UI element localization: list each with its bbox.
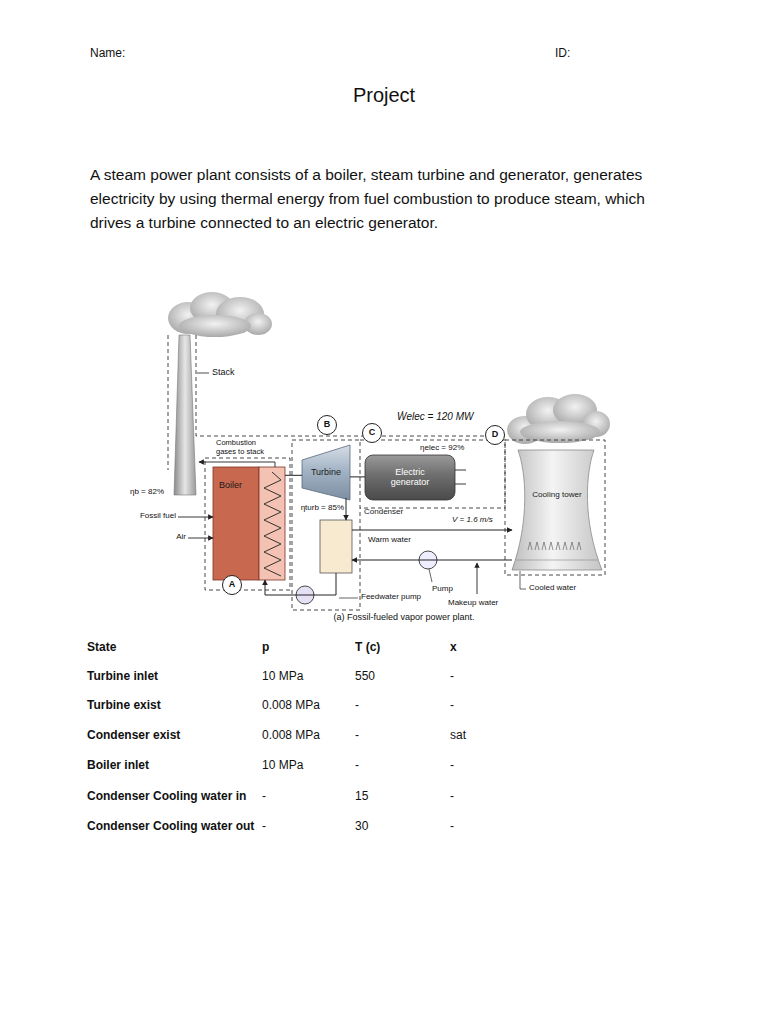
leader-line [339, 598, 358, 599]
table-cell: - [450, 670, 454, 684]
diagram-label: V = 1.6 m/s [452, 515, 493, 524]
table-cell: sat [450, 729, 466, 743]
generator-terminal [455, 470, 466, 471]
flue-gas-arrow [199, 462, 275, 467]
diagram-label: Makeup water [448, 598, 498, 607]
node-label: Condenser [364, 508, 403, 517]
diagram-label: Ẇelec = 120 MW [397, 411, 473, 423]
table-cell: - [262, 790, 266, 804]
page-title: Project [0, 84, 768, 107]
cooling-tower: Cooling tower [512, 450, 602, 572]
table-cell: Turbine exist [87, 699, 161, 713]
generator-box: Electric generator [365, 455, 455, 500]
air-arrow [188, 538, 213, 539]
diagram-label: Combustion gases to stack [216, 439, 276, 456]
diagram-label: Cooled water [529, 583, 576, 592]
diagram-label: ηelec = 92% [420, 443, 464, 452]
table-cell: - [355, 729, 359, 743]
table-cell: 10 MPa [262, 670, 303, 684]
callout-letter: A [229, 580, 236, 590]
control-volume-boundary [168, 335, 605, 610]
diagram-label: Pump [432, 584, 453, 593]
leader-line [429, 569, 432, 582]
form-field: ID: [555, 47, 570, 61]
boiler-tubes-bank [259, 467, 285, 580]
callout-circle: B [317, 415, 337, 435]
table-cell: - [262, 820, 266, 834]
flow-line [346, 498, 347, 520]
generator-housing [365, 455, 455, 500]
table-cell: 0.008 MPa [262, 729, 320, 743]
callout-letter: C [369, 428, 376, 438]
diagram-label: ηb = 82% [130, 487, 164, 496]
table-cell: - [450, 759, 454, 773]
fuel-arrow [178, 517, 213, 518]
water-spray [528, 542, 581, 550]
flow-line [350, 476, 365, 477]
table-header: x [450, 641, 457, 655]
table-cell: Turbine inlet [87, 670, 158, 684]
callout-circle: D [485, 425, 505, 445]
smoke-cloud [168, 292, 272, 337]
diagram-label: Air [176, 532, 186, 541]
table-cell: Condenser Cooling water out [87, 820, 254, 834]
boiler-box: Boiler [213, 467, 285, 580]
table-cell: Condenser exist [87, 729, 180, 743]
table-cell: 15 [355, 790, 368, 804]
table-cell: Condenser Cooling water in [87, 790, 246, 804]
leader-line [197, 373, 209, 374]
table-cell: - [355, 699, 359, 713]
table-cell: - [355, 759, 359, 773]
flow-line [352, 560, 512, 561]
table-header: State [87, 641, 116, 655]
leader-line [520, 571, 526, 589]
table-header: p [262, 641, 269, 655]
table-cell: 10 MPa [262, 759, 303, 773]
condenser-box: Condenser [320, 520, 352, 573]
table-cell: - [450, 820, 454, 834]
callout-letter: B [324, 420, 331, 430]
boiler-coil [264, 472, 281, 576]
flow-line [352, 530, 512, 531]
callout-circle: C [362, 423, 382, 443]
callout-letter: D [492, 430, 499, 440]
table-cell: Boiler inlet [87, 759, 149, 773]
form-field: Name: [90, 47, 125, 61]
cooling-tower-shell [512, 450, 602, 570]
node-label: Turbine [311, 468, 341, 478]
diagram-label: ηturb = 85% [301, 503, 344, 512]
table-cell: 30 [355, 820, 368, 834]
node-label: Boiler [213, 467, 263, 491]
flow-line [265, 573, 336, 595]
table-header: T (c) [355, 641, 380, 655]
table-cell: 0.008 MPa [262, 699, 320, 713]
stack-chimney [174, 335, 196, 495]
makeup-water-arrow [477, 563, 478, 594]
steam-cloud [507, 394, 610, 444]
figure-caption: (a) Fossil-fueled vapor power plant. [0, 612, 768, 622]
diagram-label: Fossil fuel [140, 511, 176, 520]
turbine-shape: Turbine [302, 445, 350, 500]
table-cell: - [450, 699, 454, 713]
condenser-shell [320, 520, 352, 573]
diagram-label: Feedwater pump [361, 592, 421, 601]
turbine-casing [302, 445, 350, 500]
callout-circle: A [222, 575, 242, 595]
node-label: Cooling tower [512, 450, 602, 500]
node-label: Electric generator [382, 468, 438, 488]
diagram-label: Warm water [368, 535, 411, 544]
table-cell: - [450, 790, 454, 804]
flow-line [285, 475, 302, 476]
tower-basin [516, 560, 598, 561]
table-cell: 550 [355, 670, 375, 684]
diagram-label: Stack [212, 367, 235, 377]
generator-terminal [455, 484, 466, 485]
body-paragraph: A steam power plant consists of a boiler… [90, 163, 690, 235]
